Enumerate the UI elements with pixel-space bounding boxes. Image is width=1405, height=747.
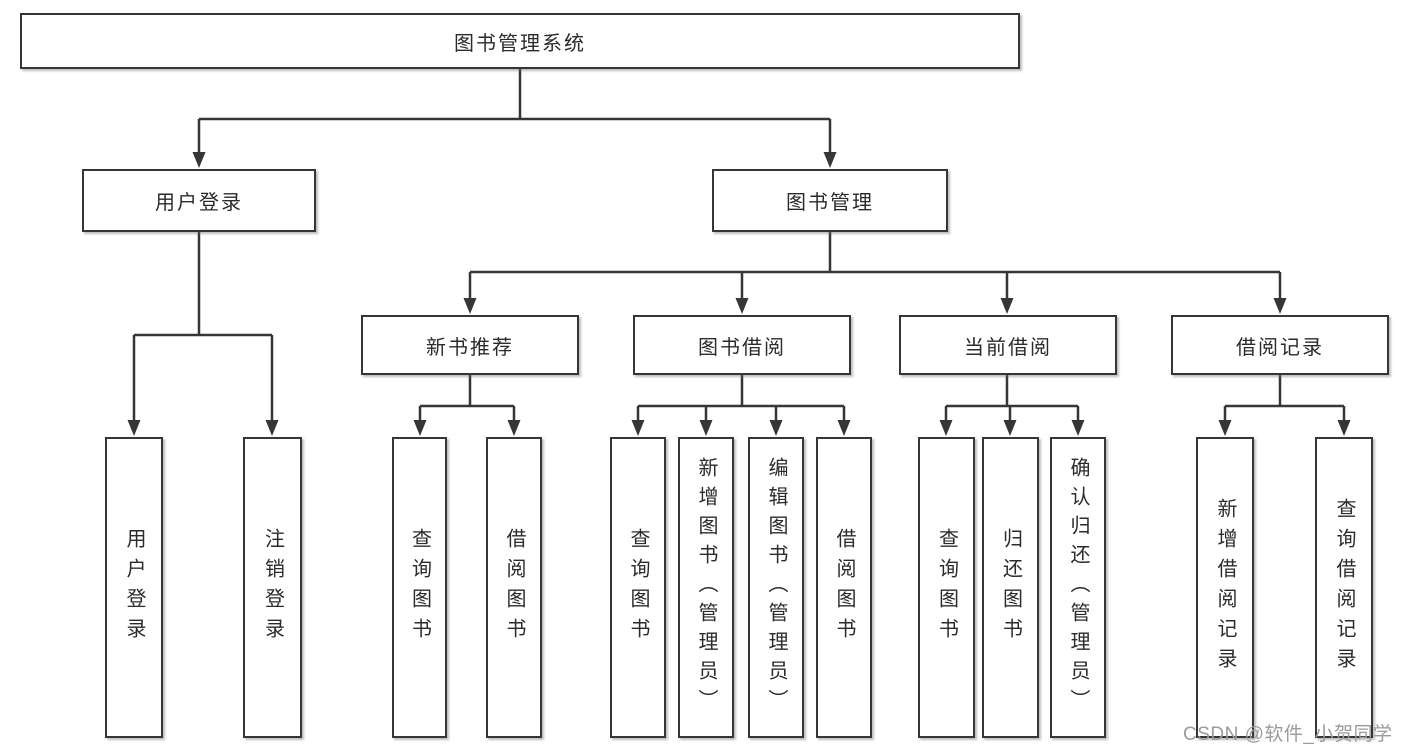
node-new-book-recommendation: 新书推荐 [361,315,579,375]
leaf-label: 确认归还（管理员） [1067,457,1089,718]
node-leaf-return-books: 归还图书 [982,437,1039,738]
leaf-label: 编辑图书（管理员） [765,457,787,718]
leaf-label: 新增借阅记录 [1214,497,1236,678]
leaf-label: 注销登录 [261,527,284,648]
leaf-label: 查询图书 [935,527,958,648]
leaf-label: 归还图书 [999,527,1022,648]
node-leaf-logout: 注销登录 [243,437,302,738]
node-leaf-edit-book-admin: 编辑图书（管理员） [748,437,804,738]
node-leaf-query-books-3: 查询图书 [918,437,975,738]
node-book-management: 图书管理 [712,169,948,232]
leaf-label: 借阅图书 [833,527,855,648]
node-book-borrowing: 图书借阅 [633,315,851,375]
node-leaf-query-books-2: 查询图书 [610,437,666,738]
node-leaf-query-borrow-record: 查询借阅记录 [1315,437,1373,738]
leaf-label: 用户登录 [123,527,145,648]
node-user-login: 用户登录 [82,169,316,232]
leaf-label: 查询图书 [627,527,649,648]
node-leaf-add-book-admin: 新增图书（管理员） [678,437,734,738]
node-leaf-borrow-books-2: 借阅图书 [816,437,872,738]
node-leaf-add-borrow-record: 新增借阅记录 [1196,437,1254,738]
node-current-borrowing: 当前借阅 [899,315,1117,375]
node-leaf-borrow-books-1: 借阅图书 [486,437,542,738]
watermark: CSDN @软件_小贺同学 [1183,724,1393,745]
node-borrowing-records: 借阅记录 [1171,315,1389,375]
node-leaf-confirm-return-admin: 确认归还（管理员） [1050,437,1106,738]
leaf-label: 查询借阅记录 [1333,497,1355,678]
leaf-label: 查询图书 [408,527,431,648]
node-leaf-query-books-1: 查询图书 [392,437,447,738]
leaf-label: 借阅图书 [503,527,525,648]
node-book-management-system: 图书管理系统 [20,13,1020,69]
node-leaf-user-login: 用户登录 [105,437,163,738]
leaf-label: 新增图书（管理员） [695,457,717,718]
